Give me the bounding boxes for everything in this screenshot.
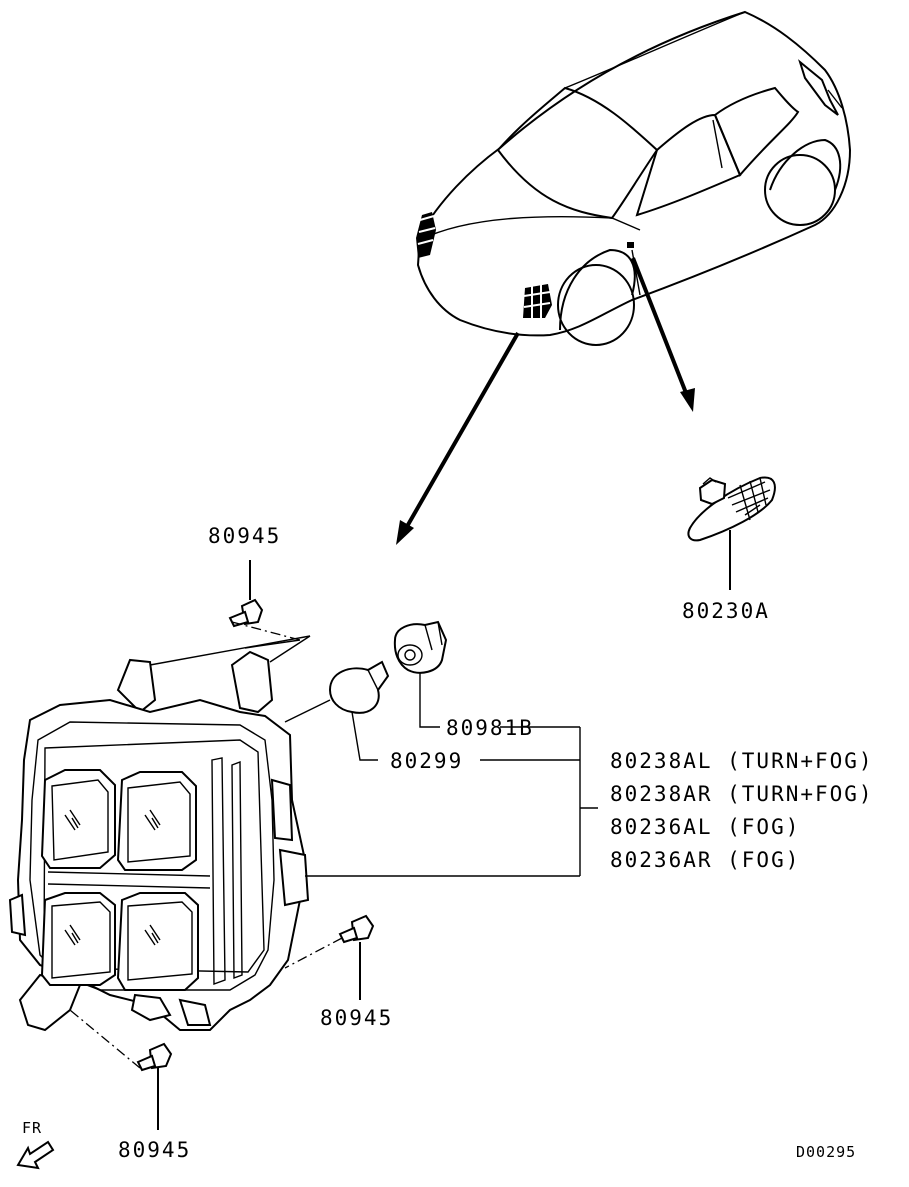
socket	[393, 620, 448, 728]
front-lamp-marker-left	[416, 212, 436, 258]
callout-lines	[305, 726, 598, 877]
bolt-right	[284, 914, 375, 1000]
label-socket: 80981B	[446, 716, 534, 740]
label-lamp-2: 80238AR (TURN+FOG)	[610, 782, 874, 806]
side-marker-spot	[627, 242, 634, 248]
label-bolt-top: 80945	[208, 524, 281, 548]
front-arrow-icon	[16, 1140, 55, 1170]
front-direction-indicator: FR	[16, 1119, 55, 1170]
bolt-bottom	[69, 1009, 173, 1130]
car-illustration	[416, 10, 852, 346]
label-side-lamp: 80230A	[682, 599, 770, 623]
leader-arrows	[396, 257, 695, 545]
fog-lamp-marker	[523, 284, 552, 318]
fog-turn-lamp-assembly	[8, 635, 331, 1032]
side-turn-lamp	[687, 476, 776, 590]
label-bolt-bottom: 80945	[118, 1138, 191, 1162]
label-lamp-1: 80238AL (TURN+FOG)	[610, 749, 874, 773]
diagram-code: D00295	[796, 1143, 856, 1161]
bulb	[328, 660, 390, 761]
label-bolt-right: 80945	[320, 1006, 393, 1030]
label-lamp-3: 80236AL (FOG)	[610, 815, 800, 839]
bolt-top	[228, 560, 301, 641]
label-lamp-4: 80236AR (FOG)	[610, 848, 800, 872]
label-bulb: 80299	[390, 749, 463, 773]
front-label: FR	[22, 1119, 42, 1137]
